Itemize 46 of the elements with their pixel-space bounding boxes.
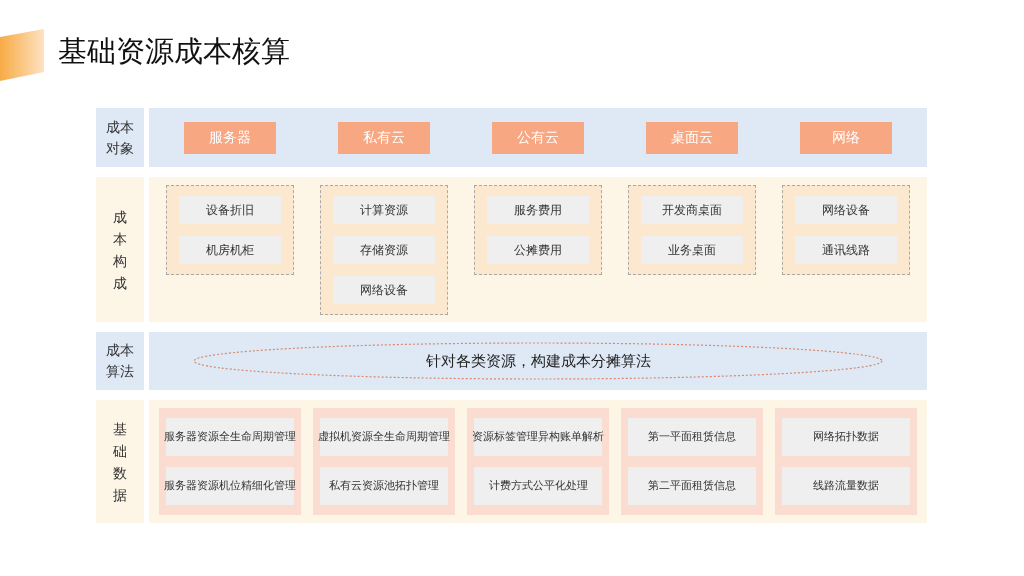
data-item-card: 网络拓扑数据 [782, 418, 910, 456]
layer-panel [149, 332, 927, 390]
cost-object-card: 网络 [800, 121, 892, 154]
cost-group-panel [166, 185, 294, 275]
layer-label: 成本算法 [96, 332, 144, 390]
cost-group-panel [628, 185, 756, 275]
cost-object-card: 私有云 [338, 121, 430, 154]
cost-item-card: 业务桌面 [641, 236, 743, 264]
cost-item-card: 通讯线路 [795, 236, 897, 264]
algorithm-ellipse: 针对各类资源，构建成本分摊算法 [193, 342, 883, 380]
slide-title: 基础资源成本核算 [58, 33, 290, 70]
cost-group-panel [782, 185, 910, 275]
layer-label: 成本对象 [96, 108, 144, 167]
layer-panel [149, 108, 927, 167]
data-item-card: 虚拟机资源全生命周期管理 [320, 418, 448, 456]
cost-item-card: 服务费用 [487, 196, 589, 224]
data-item-card: 计费方式公平化处理 [474, 467, 602, 505]
cost-object-card: 服务器 [184, 121, 276, 154]
cost-object-card: 公有云 [492, 121, 584, 154]
data-item-card: 线路流量数据 [782, 467, 910, 505]
data-item-card: 第一平面租赁信息 [628, 418, 756, 456]
data-group-panel [467, 408, 609, 515]
data-group-panel [159, 408, 301, 515]
cost-item-card: 公摊费用 [487, 236, 589, 264]
layer-panel [149, 400, 927, 523]
data-group-panel [775, 408, 917, 515]
data-item-card: 私有云资源池拓扑管理 [320, 467, 448, 505]
cost-item-card: 网络设备 [795, 196, 897, 224]
cost-group-panel [320, 185, 448, 315]
cost-item-card: 存储资源 [333, 236, 435, 264]
data-item-card: 服务器资源机位精细化管理 [166, 467, 294, 505]
cost-item-card: 网络设备 [333, 276, 435, 304]
data-item-card: 第二平面租赁信息 [628, 467, 756, 505]
layer-label: 成本构成 [96, 177, 144, 322]
data-group-panel [621, 408, 763, 515]
data-item-card: 资源标签管理异构账单解析 [474, 418, 602, 456]
cost-item-card: 设备折旧 [179, 196, 281, 224]
cost-item-card: 机房机柜 [179, 236, 281, 264]
cost-object-card: 桌面云 [646, 121, 738, 154]
data-item-card: 服务器资源全生命周期管理 [166, 418, 294, 456]
layer-label: 基础数据 [96, 400, 144, 523]
cost-item-card: 计算资源 [333, 196, 435, 224]
layer-panel [149, 177, 927, 322]
cost-group-panel [474, 185, 602, 275]
data-group-panel [313, 408, 455, 515]
cost-item-card: 开发商桌面 [641, 196, 743, 224]
